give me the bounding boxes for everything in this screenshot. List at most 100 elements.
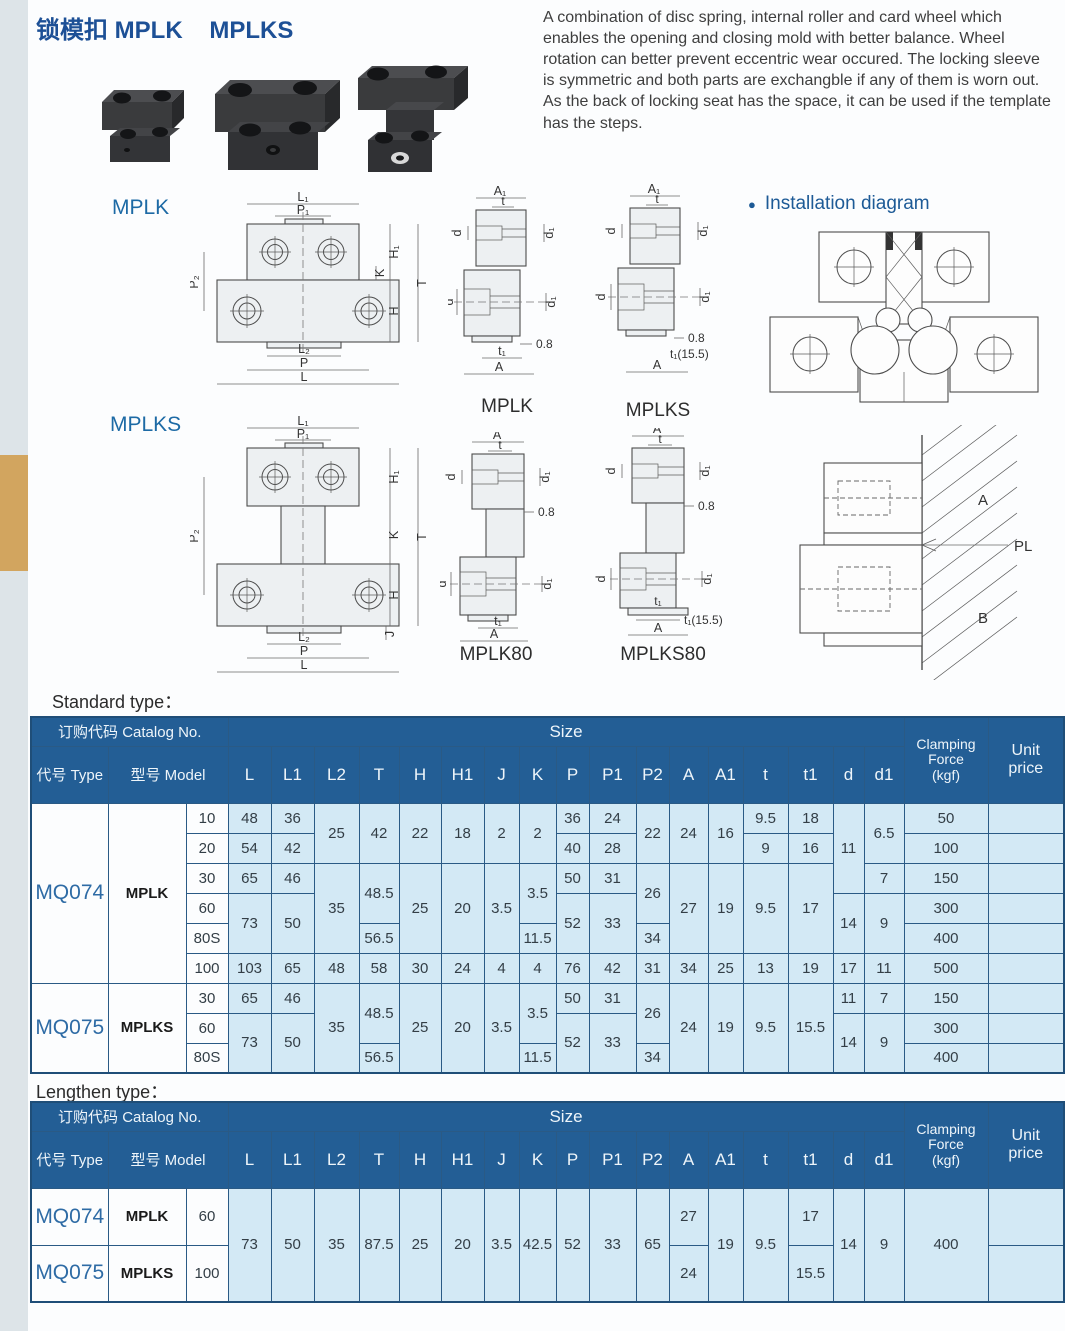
cell-K: 4 [518,952,557,984]
dim-label: L₂ [298,342,310,356]
cell-force: 300 [903,1012,989,1044]
installation-heading: ● Installation diagram [748,193,930,215]
cell-P: 50 [555,862,590,894]
col-T: T [358,1130,400,1189]
cell-force: 400 [903,922,989,954]
mplks-section-label: MPLKS [110,413,182,436]
cell-no: 80S [185,922,229,954]
cell-A: 27 [668,1187,709,1246]
cell-L2: 35 [313,862,360,954]
cell-no: 80S [185,1042,229,1074]
cell-L1: 65 [270,952,315,984]
cell-J: 4 [483,952,520,984]
dim-label: A [653,428,662,436]
cell-t1: 18 [787,802,834,834]
zone-a-label: A [978,492,988,509]
cell-L1: 50 [270,1012,315,1074]
col-d: d [832,745,865,804]
installation-heading-text: Installation diagram [764,193,930,214]
cell-d1: 7 [863,982,905,1014]
dim-label: t₁ [654,594,661,608]
cell-unit-price [987,1042,1065,1074]
cell-model: MPLKS [107,982,187,1074]
size-header: Size [227,716,905,747]
col-t1: t1 [787,745,834,804]
cell-unit-price [987,1012,1065,1044]
cell-no: 10 [185,802,229,834]
cell-J: 3.5 [483,982,520,1074]
cell-A1: 19 [707,862,744,954]
mplks80-caption: MPLKS80 [620,644,706,665]
cell-A: 24 [668,802,709,864]
table-row: 80S 56.5 11.5 34 400 [31,1042,1065,1074]
cell-d: 14 [832,892,865,954]
cell-t1: 17 [787,1187,834,1246]
cell-H: 30 [398,952,442,984]
col-d1: d1 [863,1130,905,1189]
table-row: 100 103 65 48 58 30 24 4 4 76 42 31 34 2… [31,952,1065,984]
dim-label: 0.8 [688,331,705,345]
dim-label: P₁ [297,203,310,217]
cell-no: 60 [185,1187,229,1246]
catalog-no-header: 订购代码 Catalog No. [30,716,229,747]
clamping-line3: (kgf) [932,1152,960,1169]
clamping-line3: (kgf) [932,767,960,784]
cell-P1: 33 [588,1012,637,1074]
unit-line2: price [1008,760,1044,778]
dim-label: d₁ [696,225,710,236]
cell-A1: 16 [707,802,744,864]
cell-type: MQ074 [30,1187,109,1246]
dim-label: t₁(15.5) [670,347,709,361]
col-J: J [483,745,520,804]
cell-T: 58 [358,952,400,984]
cell-P1: 24 [588,802,637,834]
col-A1: A1 [707,1130,744,1189]
mplk-side-caption: MPLK [481,396,533,417]
cell-t1: 19 [787,952,834,984]
cell-P2: 26 [635,862,670,924]
mplks80-side-view-drawing: A t d d₁ 0.8 d d₁ t₁ t₁(15.5) A [594,428,723,636]
table-row: MQ074 MPLK 10 48 36 25 42 22 18 2 2 36 2… [30,802,1065,984]
cell-H: 22 [398,802,442,864]
cell-H: 25 [398,1187,442,1303]
dim-label: d₁ [700,573,714,584]
type-header: 代号 Type [30,1130,109,1189]
standard-type-heading: Standard type： [52,692,183,712]
cell-H: 25 [398,982,442,1074]
dim-label: d [604,467,618,474]
table-row: MQ074 MPLK 60 73 50 35 87.5 25 20 3.5 42… [30,1187,1065,1303]
table-row: 80S 56.5 11.5 34 400 [31,922,1065,954]
cell-unit-price [987,922,1065,954]
dim-label: d [594,293,608,300]
cell-t1: 16 [787,832,834,864]
col-d1: d1 [863,745,905,804]
col-P1: P1 [588,1130,637,1189]
cell-A1: 25 [707,952,744,984]
cell-L1: 42 [270,832,315,864]
unit-line1: Unit [1011,1127,1040,1145]
cell-t: 9.5 [742,982,789,1074]
cell-d1: 9 [863,892,905,954]
cell-force: 400 [903,1042,989,1074]
cell-d: 14 [832,1012,865,1074]
cell-P1: 33 [588,892,637,954]
dim-label: d₁ [698,465,712,476]
cell-K: 2 [518,802,557,864]
dim-label: d₁ [544,296,558,307]
mplk80-caption: MPLK80 [459,644,533,665]
dim-label: K [373,268,387,277]
dim-label: L₂ [298,630,310,644]
size-header: Size [227,1101,905,1132]
cell-T: 56.5 [358,1042,400,1074]
cell-t: 9.5 [742,802,789,834]
page-title: 锁模扣 MPLK MPLKS [36,17,294,44]
col-K: K [518,1130,557,1189]
dim-label: H₁ [387,470,401,483]
clamping-line1: Clamping [916,735,976,752]
